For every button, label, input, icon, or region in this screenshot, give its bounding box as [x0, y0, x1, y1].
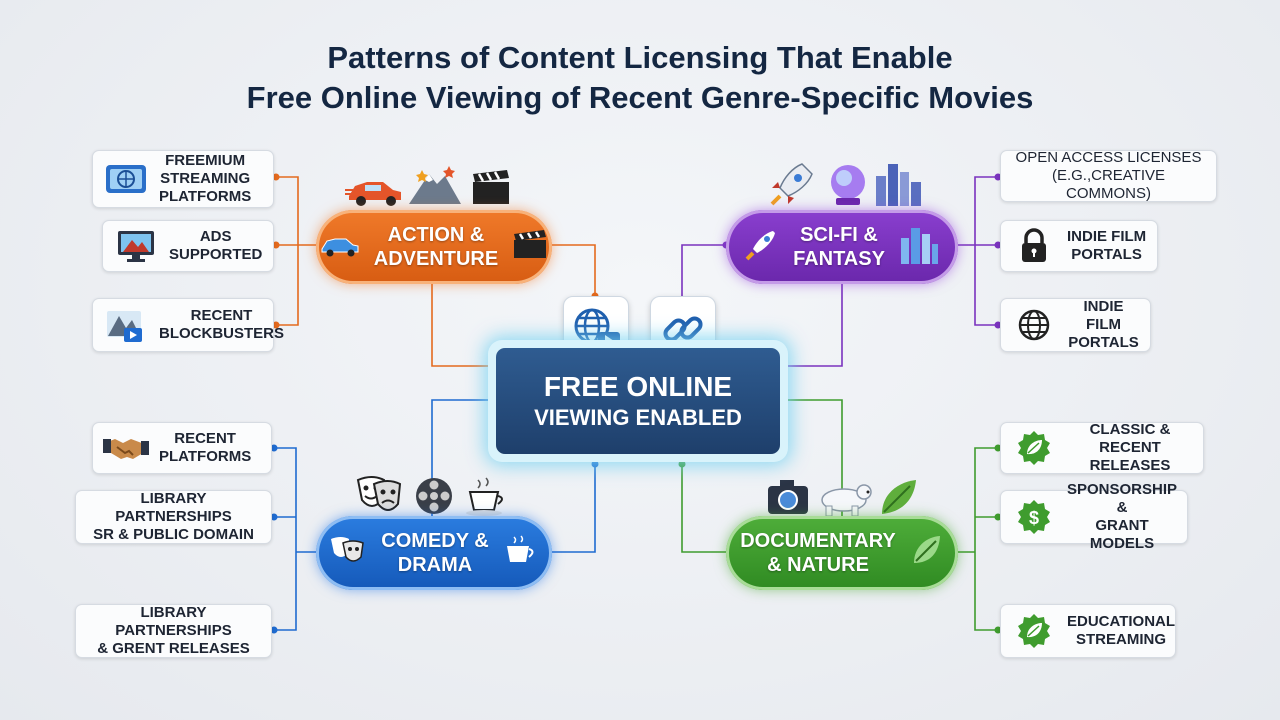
scifi-icon-cluster: [768, 158, 928, 215]
leaf-indie-film-portals-2: Indie Film Portals: [1000, 298, 1151, 352]
rocket-icon: [770, 163, 813, 206]
city-icon: [899, 224, 939, 270]
leaf-icon: [910, 533, 944, 573]
leaf-sponsorship-grant-models: $ Sponsorship & Grant Models: [1000, 481, 1188, 552]
hub-comedy-drama: Comedy & Drama: [316, 516, 552, 590]
leaf-label: Open Access Licenses (e.g.,Creative Comm…: [1015, 149, 1202, 202]
film-reel-icon: [416, 478, 452, 514]
theater-masks-icon: [329, 533, 367, 573]
rocket-icon: [745, 227, 779, 267]
leaf-label: Educational Streaming: [1067, 613, 1176, 648]
leaf-indie-film-portals-1: Indie Film Portals: [1000, 220, 1158, 272]
comedy-connectors: [274, 399, 596, 631]
hub-label: Documentary & Nature: [740, 530, 896, 576]
coffee-cup-icon: [466, 477, 503, 516]
leaf-label: Recent Platforms: [159, 430, 252, 465]
scifi-connectors: [681, 176, 998, 367]
leaf-icon: [882, 480, 916, 514]
leaf-ads-supported: Ads Supported: [102, 220, 274, 272]
crystal-ball-icon: [831, 165, 865, 205]
leaf-badge-icon: [1011, 611, 1057, 651]
leaf-label: Sponsorship & Grant Models: [1067, 481, 1178, 552]
clapperboard-icon: [473, 170, 509, 204]
comedy-icon-cluster: [354, 470, 514, 523]
mountain-icon: [409, 166, 461, 204]
leaf-classic-recent-releases: Classic & Recent Releases: [1000, 421, 1204, 474]
clapperboard-icon: [512, 228, 548, 266]
handshake-icon: [103, 428, 149, 468]
title-line-1: Patterns of Content Licensing That Enabl…: [327, 40, 953, 75]
globe-icon: [1011, 305, 1057, 345]
svg-text:$: $: [1029, 508, 1039, 528]
leaf-label: Library Partnerships SR & Public Domain: [93, 490, 254, 543]
hub-label: Comedy & Drama: [381, 530, 489, 576]
hub-label: Action & Adventure: [373, 224, 499, 270]
leaf-label: Ads Supported: [169, 228, 263, 263]
leaf-freemium-streaming: Freemium Streaming Platforms: [92, 150, 274, 208]
hub-documentary-nature: Documentary & Nature: [726, 516, 958, 590]
leaf-label: Indie Film Portals: [1067, 228, 1147, 263]
leaf-library-partnerships-grent-releases: Library Partnerships & Grent Releases: [75, 604, 272, 658]
central-title-line-1: Free Online: [543, 371, 733, 402]
padlock-icon: [1011, 226, 1057, 266]
documentary-icon-cluster: [764, 474, 924, 523]
leaf-label: Recent Blockbusters: [159, 307, 285, 342]
leaf-label: Indie Film Portals: [1068, 298, 1139, 351]
leaf-educational-streaming: Educational Streaming: [1000, 604, 1176, 658]
title-line-2: Free Online Viewing of Recent Genre-Spec…: [246, 80, 1034, 115]
leaf-label: Classic & Recent Releases: [1089, 421, 1171, 474]
leaf-open-access-licenses: Open Access Licenses (e.g.,Creative Comm…: [1000, 149, 1217, 202]
documentary-connectors: [681, 399, 998, 631]
hub-action-adventure: Action & Adventure: [316, 210, 552, 284]
coffee-cup-icon: [503, 534, 539, 572]
leaf-label: Freemium Streaming Platforms: [159, 152, 252, 205]
leaf-recent-platforms: Recent Platforms: [92, 422, 272, 474]
hub-label: Sci-Fi & Fantasy: [793, 224, 885, 270]
leaf-library-partnerships-public-domain: Library Partnerships SR & Public Domain: [75, 490, 272, 544]
car-icon: [345, 182, 401, 206]
polar-bear-icon: [821, 484, 872, 517]
city-icon: [876, 164, 921, 206]
car-icon: [320, 231, 360, 263]
chain-link-icon: [663, 316, 703, 342]
leaf-badge-icon: [1011, 428, 1057, 468]
streaming-screen-icon: [103, 159, 149, 199]
leaf-recent-blockbusters: Recent Blockbusters: [92, 298, 284, 352]
monitor-icon: [113, 226, 159, 266]
hub-scifi-fantasy: Sci-Fi & Fantasy: [726, 210, 958, 284]
action-connectors: [276, 176, 596, 367]
theater-masks-icon: [356, 476, 402, 511]
page-title: Patterns of Content Licensing That Enabl…: [0, 38, 1280, 118]
leaf-label: Library Partnerships & Grent Releases: [97, 604, 250, 657]
action-icon-cluster: [345, 162, 515, 215]
central-title-line-2: Viewing Enabled: [534, 405, 742, 430]
dollar-badge-icon: $: [1011, 497, 1057, 537]
central-node: Free Online Viewing Enabled: [488, 340, 788, 462]
camera-icon: [768, 480, 808, 514]
mountain-video-icon: [103, 305, 149, 345]
